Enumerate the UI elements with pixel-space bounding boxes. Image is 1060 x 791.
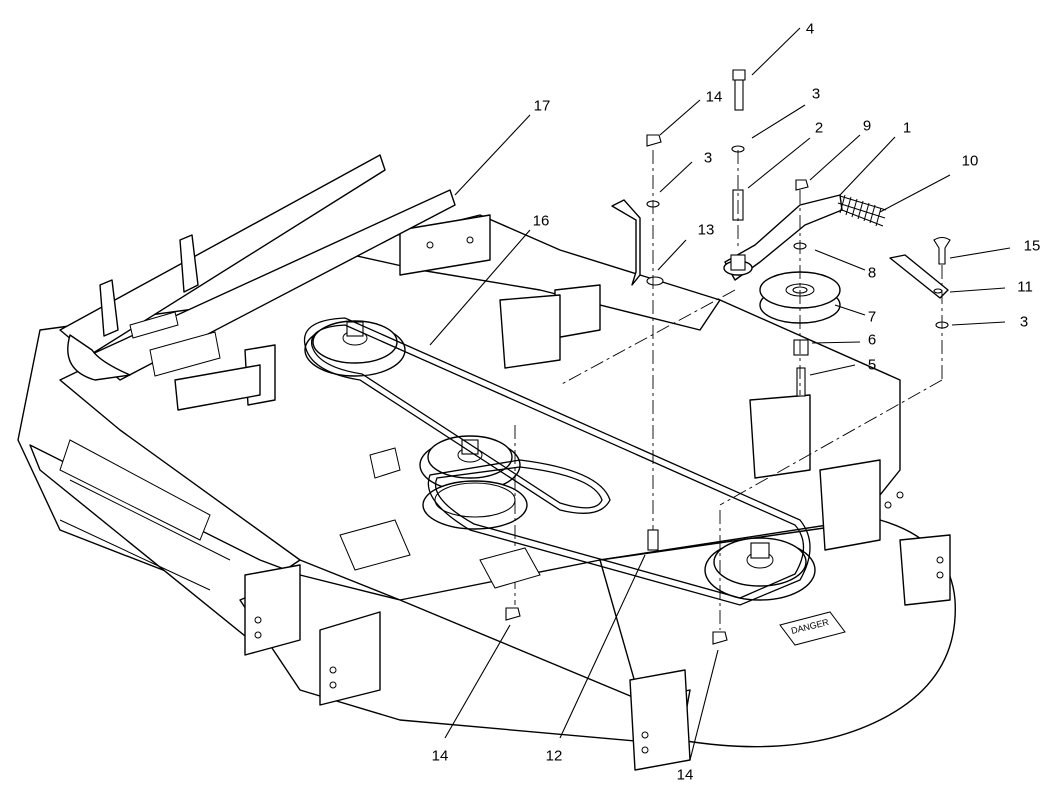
deck-decals: DANGER bbox=[339, 447, 846, 646]
spindle-pulleys bbox=[304, 320, 816, 601]
callout-10: 10 bbox=[961, 152, 979, 170]
callout-12: 12 bbox=[545, 747, 563, 765]
callout-8: 8 bbox=[867, 264, 877, 282]
drive-belt bbox=[303, 317, 811, 606]
callout-3-upper: 3 bbox=[811, 85, 821, 103]
leader-lines bbox=[429, 27, 1011, 761]
bumper-rail bbox=[59, 154, 456, 381]
callout-2: 2 bbox=[814, 119, 824, 137]
callout-3-left: 3 bbox=[703, 149, 713, 167]
callout-4: 4 bbox=[805, 20, 815, 38]
mount-brackets bbox=[174, 214, 951, 771]
callout-5: 5 bbox=[867, 356, 877, 374]
callout-6: 6 bbox=[867, 331, 877, 349]
callout-17: 17 bbox=[533, 97, 551, 115]
callout-11: 11 bbox=[1017, 278, 1033, 296]
callout-7: 7 bbox=[867, 308, 877, 326]
callout-13: 13 bbox=[697, 221, 715, 239]
callout-14-top: 14 bbox=[705, 88, 723, 106]
callout-14-left: 14 bbox=[431, 747, 449, 765]
callout-16: 16 bbox=[532, 212, 550, 230]
callout-1: 1 bbox=[902, 119, 912, 137]
callout-15: 15 bbox=[1023, 237, 1041, 255]
callout-9: 9 bbox=[862, 117, 872, 135]
callout-14-bottom: 14 bbox=[676, 766, 694, 784]
callout-3-right: 3 bbox=[1019, 313, 1029, 331]
idler-arm-assembly bbox=[723, 194, 887, 281]
